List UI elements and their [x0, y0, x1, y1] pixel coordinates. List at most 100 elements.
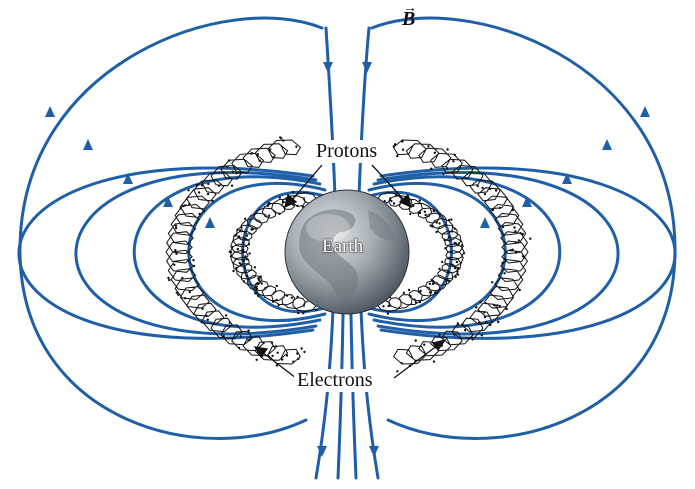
particle-dot	[247, 339, 249, 341]
particle-dot	[244, 218, 246, 220]
particle-dot	[502, 226, 504, 228]
particle-dot	[198, 191, 200, 193]
particle-dot	[251, 152, 253, 154]
particle-dot	[485, 321, 487, 323]
particle-dot	[448, 219, 450, 221]
particle-dot	[456, 270, 458, 272]
protons-label: Protons	[313, 140, 380, 163]
earth-label: Earth	[322, 236, 363, 258]
particle-dot	[229, 322, 231, 324]
particle-dot	[296, 205, 298, 207]
particle-dot	[499, 207, 501, 209]
particle-dot	[257, 295, 259, 297]
particle-dot	[438, 222, 440, 224]
field-line	[381, 168, 675, 338]
particle-dot	[281, 358, 283, 360]
particle-dot	[433, 360, 435, 362]
particle-dot	[448, 280, 450, 282]
particle-dot	[198, 213, 200, 215]
particle-dot	[242, 249, 244, 251]
particle-dot	[499, 305, 501, 307]
particle-dot	[478, 310, 480, 312]
particle-dot	[176, 292, 178, 294]
particle-dot	[522, 233, 524, 235]
particle-dot	[184, 297, 186, 299]
particle-dot	[187, 189, 189, 191]
particle-dot	[522, 255, 524, 257]
particle-dot	[415, 301, 417, 303]
particle-dot	[254, 292, 256, 294]
particle-dot	[429, 291, 431, 293]
particle-dot	[402, 149, 404, 151]
particle-dot	[240, 226, 242, 228]
particle-dot	[446, 271, 448, 273]
particle-dot	[441, 261, 443, 263]
particle-dot	[236, 229, 238, 231]
particle-dot	[207, 183, 209, 185]
particle-dot	[276, 285, 278, 287]
particle-dot	[239, 262, 241, 264]
field-line	[359, 28, 369, 196]
particle-dot	[277, 304, 279, 306]
particle-dot	[454, 267, 456, 269]
particle-dot	[452, 265, 454, 267]
particle-dot	[259, 159, 261, 161]
particle-dot	[207, 193, 209, 195]
particle-dot	[230, 255, 232, 257]
particle-dot	[269, 148, 271, 150]
particle-dot	[450, 263, 452, 265]
particle-dot	[456, 261, 458, 263]
particle-dot	[184, 204, 186, 206]
particle-dot	[175, 227, 177, 229]
particle-dot	[519, 289, 521, 291]
particle-dot	[279, 196, 281, 198]
particle-dot	[234, 234, 236, 236]
particle-dot	[483, 311, 485, 313]
particle-dot	[481, 334, 483, 336]
particle-dot	[455, 276, 457, 278]
particle-dot	[255, 227, 257, 229]
particle-dot	[514, 230, 516, 232]
particle-dot	[276, 299, 278, 301]
particle-dot	[495, 189, 497, 191]
particle-dot	[292, 191, 294, 193]
particle-dot	[243, 259, 245, 261]
particle-dot	[257, 153, 259, 155]
particle-dot	[412, 205, 414, 207]
particle-dot	[205, 315, 207, 317]
particle-dot	[232, 171, 234, 173]
particle-dot	[196, 184, 198, 186]
particle-dot	[515, 241, 517, 243]
field-line	[351, 314, 356, 478]
particle-dot	[387, 312, 389, 314]
particle-dot	[230, 251, 232, 253]
pointer-arrow-icon	[433, 340, 445, 350]
particle-dot	[286, 354, 288, 356]
particle-dot	[394, 143, 396, 145]
particle-dot	[430, 168, 432, 170]
particle-dot	[237, 248, 239, 250]
particle-dot	[296, 352, 298, 354]
particle-dot	[271, 355, 273, 357]
particle-dot	[458, 243, 460, 245]
particle-dot	[425, 214, 427, 216]
particle-dot	[390, 200, 392, 202]
particle-dot	[246, 275, 248, 277]
particle-dot	[484, 193, 486, 195]
particle-dot	[419, 290, 421, 292]
particle-dot	[419, 199, 421, 201]
particle-dot	[267, 203, 269, 205]
particle-dot	[489, 188, 491, 190]
particle-dot	[454, 242, 456, 244]
particle-dot	[478, 321, 480, 323]
particle-dot	[167, 277, 169, 279]
particle-dot	[496, 304, 498, 306]
particle-dot	[396, 155, 398, 157]
particle-dot	[168, 279, 170, 281]
particle-dot	[434, 292, 436, 294]
particle-dot	[464, 329, 466, 331]
particle-dot	[207, 319, 209, 321]
particle-dot	[463, 252, 465, 254]
particle-dot	[173, 264, 175, 266]
particle-dot	[501, 262, 503, 264]
